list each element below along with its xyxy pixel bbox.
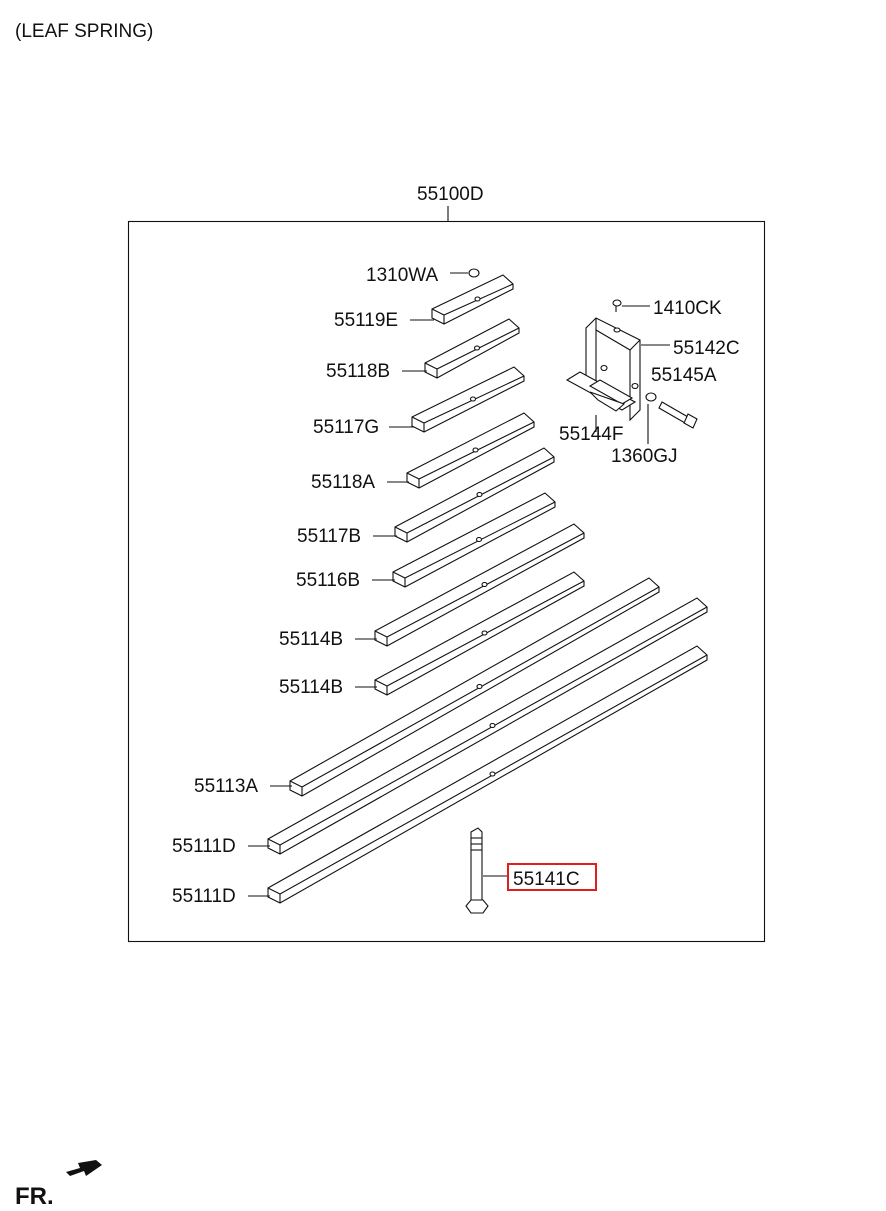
diagram-title: (LEAF SPRING) (15, 21, 153, 42)
center-hole-icon (473, 345, 481, 351)
leaf-label[interactable]: 55114B (279, 629, 343, 650)
leaf-10[interactable]: 55111D (172, 597, 708, 857)
center-hole-icon (489, 722, 496, 729)
label-55142c[interactable]: 55142C (673, 338, 740, 359)
fr-label: FR. (15, 1183, 54, 1210)
leaf-label[interactable]: 55111D (172, 836, 236, 857)
leaf-8[interactable]: 55114B (279, 571, 585, 698)
nut-1310wa[interactable]: 1310WA (366, 265, 480, 286)
u-clip-55142c[interactable]: 55142C (585, 317, 740, 422)
leaf-1[interactable]: 55119E (334, 274, 514, 331)
center-hole-icon (469, 396, 477, 402)
leaf-7[interactable]: 55114B (279, 523, 585, 650)
bolt-head-icon (612, 299, 622, 307)
front-direction-indicator: FR. (15, 1160, 102, 1210)
center-hole-icon (476, 683, 483, 690)
center-hole-icon (476, 491, 483, 498)
leaf-label[interactable]: 55119E (334, 310, 398, 331)
leaf-shape (424, 318, 520, 379)
leaf-3[interactable]: 55117G (313, 366, 525, 438)
leaf-4[interactable]: 55118A (311, 412, 535, 493)
leaf-label[interactable]: 55117B (297, 526, 361, 547)
bolt-icon (658, 401, 689, 424)
label-55145a[interactable]: 55145A (651, 365, 717, 386)
center-hole-icon (475, 536, 483, 543)
leaf-9[interactable]: 55113A (194, 577, 660, 797)
leaf-label[interactable]: 55111D (172, 886, 236, 907)
label-1310wa[interactable]: 1310WA (366, 265, 438, 286)
leaf-label[interactable]: 55118B (326, 361, 390, 382)
center-hole-icon (489, 771, 496, 777)
nut2-icon (645, 392, 657, 402)
center-hole-icon (481, 581, 488, 588)
label-1410ck[interactable]: 1410CK (653, 298, 722, 319)
label-1360gj[interactable]: 1360GJ (611, 446, 678, 467)
center-hole-icon (474, 296, 481, 302)
leaf-shape (394, 447, 555, 543)
assembly-frame (127, 220, 766, 943)
center-hole-icon (472, 447, 479, 453)
nut-1360gj[interactable]: 1360GJ (611, 392, 678, 467)
spacer-icon (588, 379, 634, 405)
assembly-label[interactable]: 55100D (417, 184, 484, 205)
leaf-label[interactable]: 55116B (296, 570, 360, 591)
clip-icon (585, 317, 641, 422)
leaf-label[interactable]: 55114B (279, 677, 343, 698)
leaf-5[interactable]: 55117B (297, 447, 555, 547)
clip-bolt-1410ck[interactable]: 1410CK (612, 298, 722, 319)
leaf-label[interactable]: 55113A (194, 776, 258, 797)
front-arrow-icon (66, 1160, 102, 1176)
label-55144f[interactable]: 55144F (559, 424, 623, 445)
nut-icon (468, 268, 480, 278)
bolt-55145a[interactable]: 55145A (651, 365, 717, 429)
leaf-label[interactable]: 55118A (311, 472, 375, 493)
leaf-shape (392, 492, 556, 588)
center-bolt-55141c[interactable]: 55141C (465, 827, 597, 914)
spring-leaves: 55119E 55118B 55117G 55118A 55117B 55116B 5511… (172, 274, 708, 907)
label-55141c[interactable]: 55141C (513, 869, 580, 890)
leaf-11[interactable]: 55111D (172, 645, 708, 907)
spacer-55144f[interactable]: 55144F (559, 371, 637, 445)
leaf-label[interactable]: 55117G (313, 417, 379, 438)
center-hole-icon (481, 630, 488, 636)
leaf-6[interactable]: 55116B (296, 492, 556, 591)
leaf-2[interactable]: 55118B (326, 318, 520, 382)
center-bolt-icon (470, 827, 483, 903)
highlight-box (507, 863, 597, 891)
